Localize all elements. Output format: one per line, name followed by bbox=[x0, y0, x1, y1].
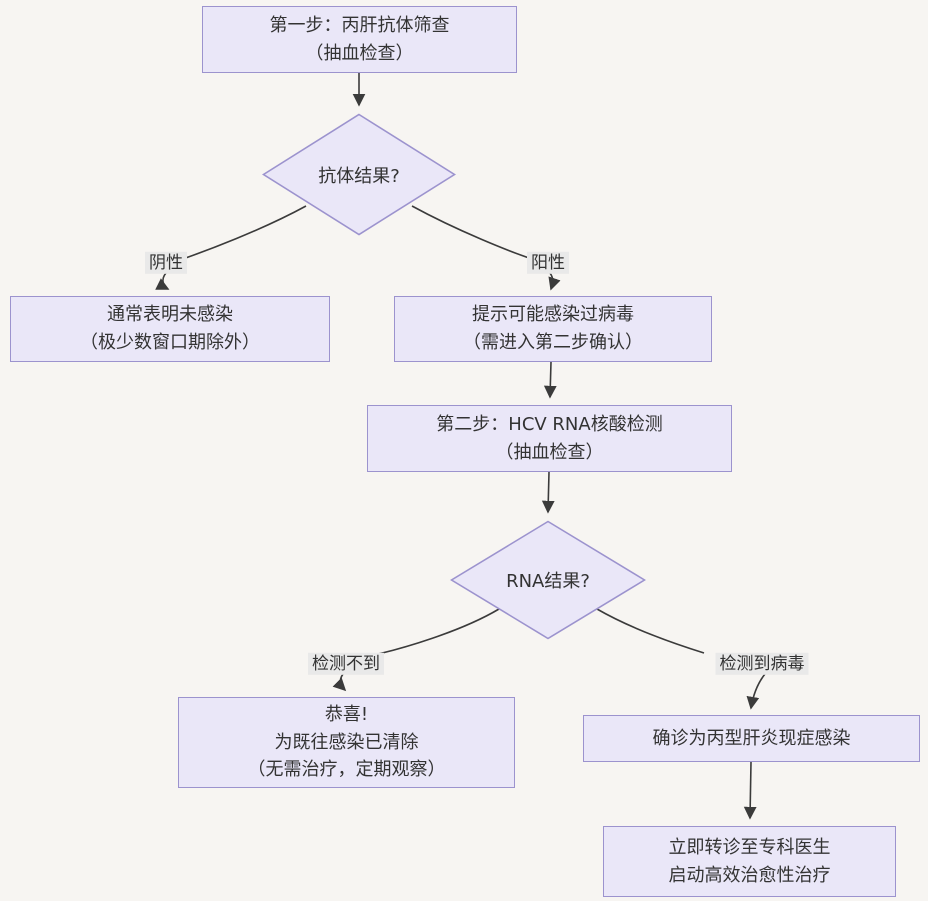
positive-result-box: 提示可能感染过病毒 （需进入第二步确认） bbox=[394, 296, 712, 362]
antibody-decision-diamond: 抗体结果? bbox=[262, 113, 456, 236]
positive-result-label: 提示可能感染过病毒 （需进入第二步确认） bbox=[463, 304, 643, 353]
rna-decision-diamond: RNA结果? bbox=[450, 520, 646, 640]
referral-box: 立即转诊至专科医生 启动高效治愈性治疗 bbox=[603, 826, 896, 897]
edge-positive-label-to-box bbox=[548, 272, 561, 291]
edge-antibody-to-negative-label bbox=[176, 205, 307, 262]
negative-result-box: 通常表明未感染 （极少数窗口期除外） bbox=[10, 296, 330, 362]
step2-box: 第二步：HCV RNA核酸检测 （抽血检查） bbox=[367, 405, 732, 472]
edge-negative-label-to-box bbox=[155, 272, 170, 290]
edge-positive-to-step2 bbox=[543, 361, 557, 399]
edge-label-positive: 阳性 bbox=[527, 251, 569, 275]
edge-confirmed-to-referral bbox=[743, 761, 757, 820]
referral-label: 立即转诊至专科医生 启动高效治愈性治疗 bbox=[668, 836, 831, 886]
rna-decision-label: RNA结果? bbox=[506, 571, 590, 592]
antibody-decision-label: 抗体结果? bbox=[318, 165, 400, 187]
confirmed-label: 确诊为丙型肝炎现症感染 bbox=[652, 727, 851, 749]
diamond-shape bbox=[450, 520, 646, 640]
step1-box: 第一步：丙肝抗体筛查 （抽血检查） bbox=[202, 6, 517, 73]
step1-label: 第一步：丙肝抗体筛查 （抽血检查） bbox=[269, 14, 450, 64]
negative-result-label: 通常表明未感染 （极少数窗口期除外） bbox=[80, 304, 260, 353]
edge-rna-to-detected-label bbox=[596, 608, 705, 654]
edge-detected-label-to-box bbox=[746, 673, 766, 710]
edge-step2-to-rna bbox=[541, 471, 555, 514]
step2-label: 第二步：HCV RNA核酸检测 （抽血检查） bbox=[436, 413, 663, 463]
cleared-box: 恭喜! 为既往感染已清除 （无需治疗，定期观察） bbox=[178, 697, 515, 788]
edge-label-undetected: 检测不到 bbox=[308, 652, 384, 676]
cleared-label: 恭喜! 为既往感染已清除 （无需治疗，定期观察） bbox=[247, 703, 446, 781]
confirmed-box: 确诊为丙型肝炎现症感染 bbox=[583, 715, 920, 762]
diamond-shape bbox=[262, 113, 456, 236]
edge-label-detected: 检测到病毒 bbox=[715, 652, 809, 676]
edge-undetected-label-to-box bbox=[332, 673, 347, 692]
edge-label-negative: 阴性 bbox=[145, 251, 187, 275]
